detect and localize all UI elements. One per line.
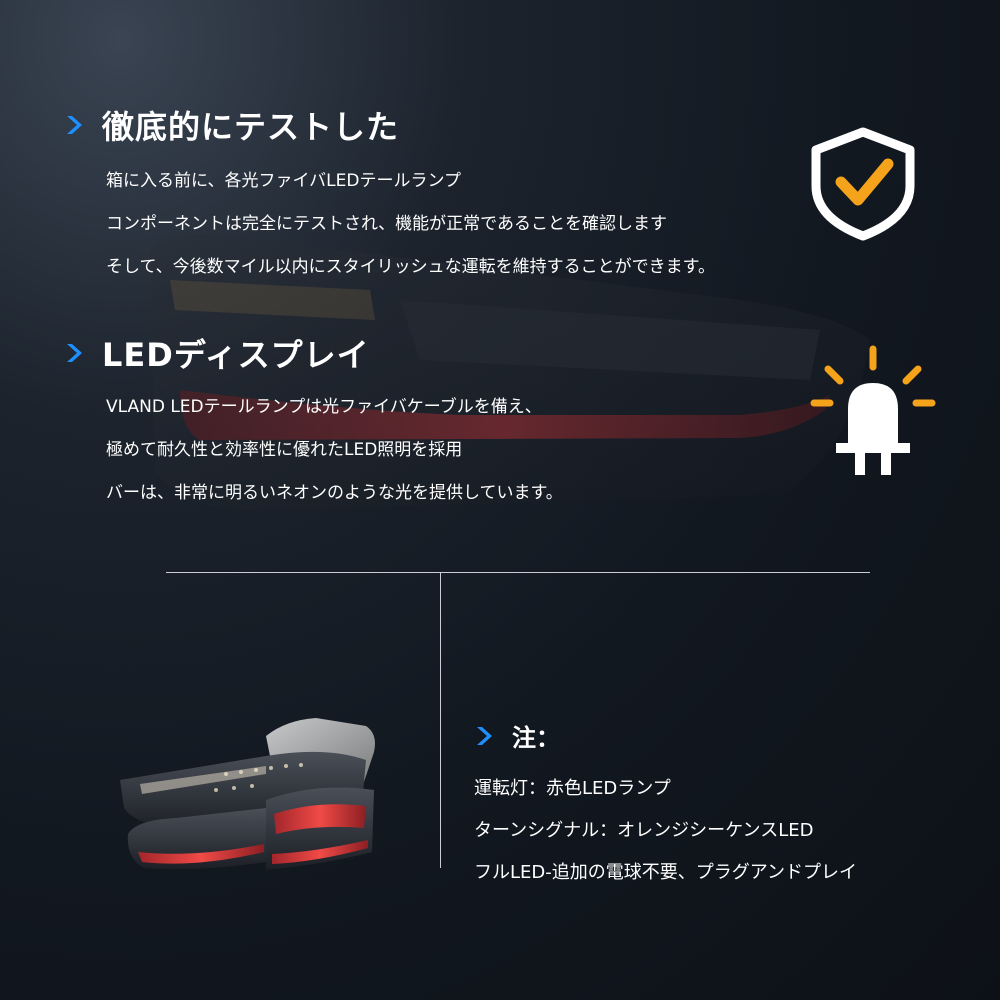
section-led-body: VLAND LEDテールランプは光ファイバケーブルを備え、 極めて耐久性と効率性… <box>106 386 563 515</box>
note-title: 注： <box>512 724 560 752</box>
section-heading-led-display: LEDディスプレイ <box>102 336 370 374</box>
vertical-divider <box>440 572 441 868</box>
body-line: そして、今後数マイル以内にスタイリッシュな運転を維持することができます。 <box>106 257 715 277</box>
body-line: バーは、非常に明るいネオンのような光を提供しています。 <box>106 483 563 503</box>
chevron-right-icon <box>67 344 82 362</box>
tail-light-background-image <box>150 234 870 510</box>
horizontal-divider <box>166 572 870 573</box>
note-list: 運転灯：赤色LEDランプ ターンシグナル：オレンジシーケンスLED フルLED-… <box>474 768 857 894</box>
section-heading-tested: 徹底的にテストした <box>102 108 400 146</box>
body-line: 極めて耐久性と効率性に優れたLED照明を採用 <box>106 440 463 460</box>
body-line: コンポーネントは完全にテストされ、機能が正常であることを確認します <box>106 214 667 234</box>
section-tested-body: 箱に入る前に、各光ファイバLEDテールランプ コンポーネントは完全にテストされ、… <box>106 160 715 289</box>
led-bulb-icon <box>810 345 936 475</box>
tail-light-product-image <box>120 718 375 870</box>
note-line: フルLED-追加の電球不要、プラグアンドプレイ <box>474 862 858 883</box>
note-line: 運転灯：赤色LEDランプ <box>474 778 671 799</box>
shield-check-icon <box>811 127 915 241</box>
chevron-right-icon <box>67 116 82 134</box>
body-line: VLAND LEDテールランプは光ファイバケーブルを備え、 <box>106 397 542 417</box>
note-line: ターンシグナル：オレンジシーケンスLED <box>474 820 814 841</box>
chevron-right-icon <box>477 726 492 745</box>
body-line: 箱に入る前に、各光ファイバLEDテールランプ <box>106 171 461 191</box>
